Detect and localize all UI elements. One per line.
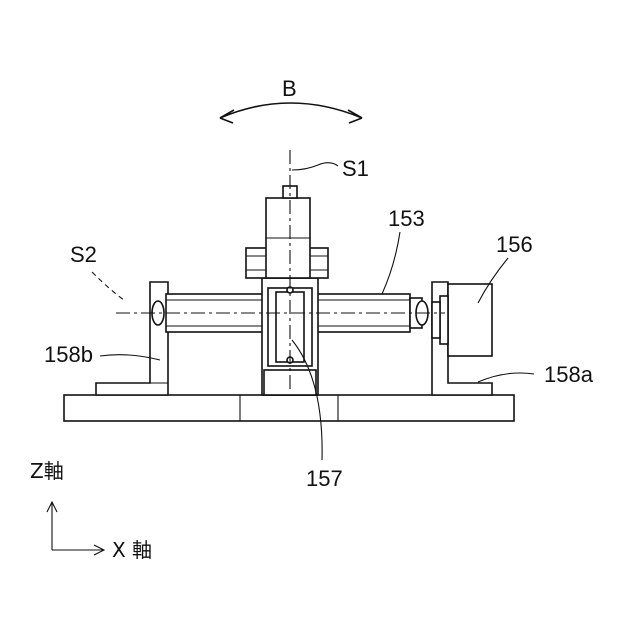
label-157: 157: [306, 466, 343, 491]
upper-block: [246, 186, 328, 278]
axis-label-x: X 軸: [112, 538, 152, 562]
label-158b: 158b: [44, 342, 93, 367]
label-158a: 158a: [544, 362, 594, 387]
leader-s2: [92, 272, 124, 300]
base-plate: [64, 395, 514, 421]
label-153: 153: [388, 206, 425, 231]
axis-label-z: Z軸: [30, 459, 64, 483]
leader-158a: [478, 373, 534, 382]
label-s1: S1: [342, 156, 369, 181]
label-b: B: [282, 76, 297, 101]
label-156: 156: [496, 232, 533, 257]
rotation-arrow-b: [220, 103, 362, 123]
leader-s1: [292, 163, 338, 170]
coordinate-axes: [47, 502, 104, 555]
leader-153: [382, 232, 400, 294]
label-s2: S2: [70, 242, 97, 267]
bracket-158b: [96, 282, 168, 395]
